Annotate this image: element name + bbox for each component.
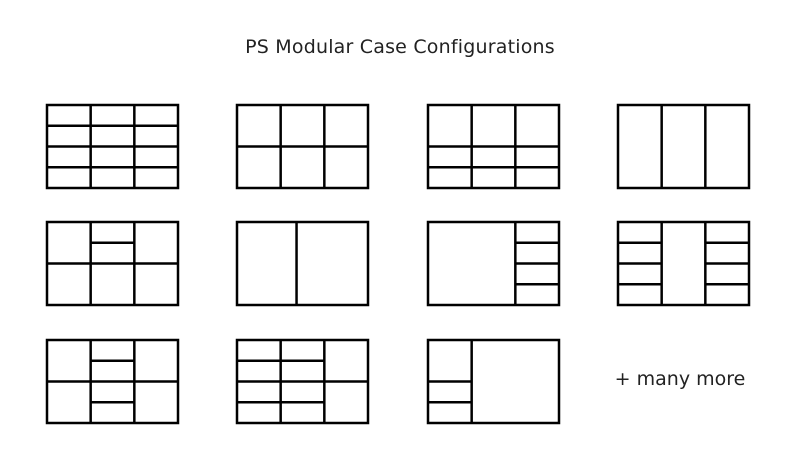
- config-5: [45, 220, 180, 307]
- case-outline: [45, 338, 180, 425]
- case-outline: [616, 103, 751, 190]
- case-outline: [426, 220, 561, 307]
- config-2: [235, 103, 370, 190]
- case-outline: [45, 103, 180, 190]
- case-outline: [426, 338, 561, 425]
- case-outline: [235, 103, 370, 190]
- config-9: [45, 338, 180, 425]
- config-10: [235, 338, 370, 425]
- config-1: [45, 103, 180, 190]
- config-6: [235, 220, 370, 307]
- case-outline: [426, 103, 561, 190]
- config-11: [426, 338, 561, 425]
- config-8: [616, 220, 751, 307]
- case-outline: [45, 220, 180, 307]
- page-title: PS Modular Case Configurations: [245, 36, 555, 58]
- config-3: [426, 103, 561, 190]
- config-4: [616, 103, 751, 190]
- case-outline: [616, 220, 751, 307]
- config-7: [426, 220, 561, 307]
- many-more-label: + many more: [614, 368, 746, 390]
- case-outline: [235, 338, 370, 425]
- case-outline: [235, 220, 370, 307]
